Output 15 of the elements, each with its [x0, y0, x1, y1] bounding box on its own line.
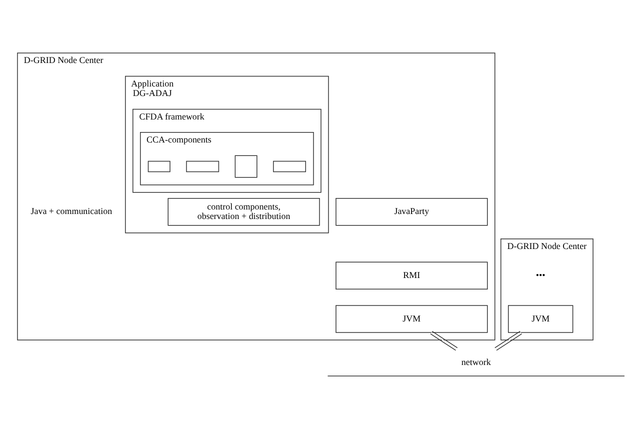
- node-text: network: [461, 356, 491, 367]
- connector: [494, 330, 522, 351]
- label: Java + communication: [30, 206, 112, 216]
- node-box: JVM: [336, 305, 488, 333]
- node-box: RMI: [336, 262, 488, 290]
- node-box: [273, 160, 306, 172]
- node-box: [234, 155, 258, 178]
- node-box: JavaParty: [336, 198, 488, 226]
- connector: [430, 330, 458, 351]
- node-box: [148, 160, 170, 172]
- node-box: JVM: [508, 305, 574, 333]
- cluster: CCA-components: [140, 132, 314, 186]
- label: •••: [536, 270, 546, 280]
- node-box: control components, observation + distribution: [168, 198, 320, 226]
- node-box: [186, 160, 220, 172]
